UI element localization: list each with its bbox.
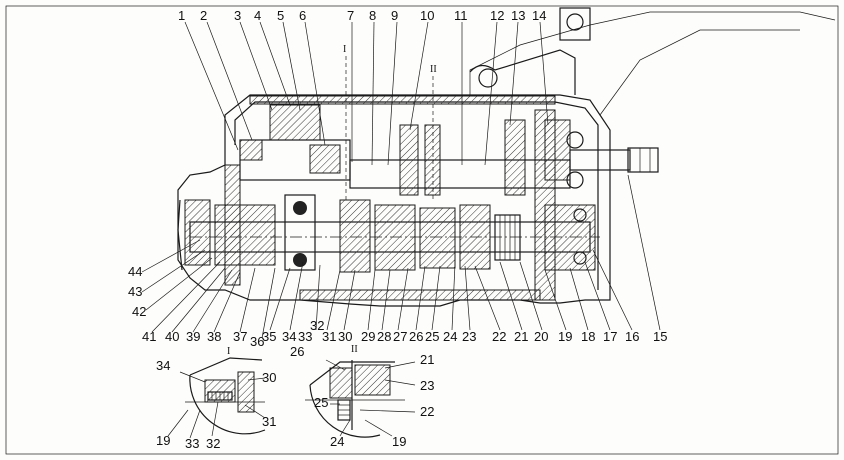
callout-23: 23: [462, 329, 476, 344]
callout-38: 38: [207, 329, 221, 344]
callout-42: 42: [132, 304, 146, 319]
callout-18: 18: [581, 329, 595, 344]
detail-I-mark: I: [227, 346, 230, 357]
callout-39: 39: [186, 329, 200, 344]
callout-29: 29: [361, 329, 375, 344]
detail-II-label-25: 25: [314, 395, 328, 410]
callout-32: 32: [310, 318, 324, 333]
detail-I-label-34: 34: [156, 358, 170, 373]
detail-I-label-32: 32: [206, 436, 220, 451]
callout-12: 12: [490, 8, 504, 23]
callout-21: 21: [514, 329, 528, 344]
detail-II-label-21: 21: [420, 352, 434, 367]
callout-7: 7: [347, 8, 354, 23]
detail-II-label-23: 23: [420, 378, 434, 393]
callout-30: 30: [338, 329, 352, 344]
callout-5: 5: [277, 8, 284, 23]
callout-34: 34: [282, 329, 296, 344]
callout-35: 35: [262, 329, 276, 344]
detail-II-label-19: 19: [392, 434, 406, 449]
callout-4: 4: [254, 8, 261, 23]
detail-I-label-30: 30: [262, 370, 276, 385]
callout-26: 26: [409, 329, 423, 344]
callout-28: 28: [377, 329, 391, 344]
gearbox-housing: [177, 7, 836, 307]
main-output-shaft: [189, 194, 600, 273]
callout-20: 20: [534, 329, 548, 344]
callout-27: 27: [393, 329, 407, 344]
bottom-leader-lines: [141, 174, 661, 339]
callout-31: 31: [322, 329, 336, 344]
callout-13: 13: [511, 8, 525, 23]
detail-view-II: II 26 21 23 25 22 24 19: [290, 344, 434, 449]
callout-9: 9: [391, 8, 398, 23]
drawing-frame: [5, 5, 839, 455]
callout-22: 22: [492, 329, 506, 344]
callout-43: 43: [128, 284, 142, 299]
callout-16: 16: [625, 329, 639, 344]
callout-37: 37: [233, 329, 247, 344]
detail-I-label-19: 19: [156, 433, 170, 448]
top-leader-lines: [184, 21, 549, 166]
shift-lever-boss: [559, 7, 591, 41]
detail-view-I: I 34 30 31 33 32 19: [156, 346, 276, 451]
callout-44: 44: [128, 264, 142, 279]
bottom-callout-labels: 44 43 42 41 40 39 38 37 36 35 34 33 32 3…: [128, 264, 667, 349]
callout-14: 14: [532, 8, 546, 23]
top-callout-labels: 1 2 3 4 5 6 7 8 9 10 11 12 13 14: [178, 8, 546, 23]
callout-40: 40: [165, 329, 179, 344]
callout-41: 41: [142, 329, 156, 344]
detail-II-label-26: 26: [290, 344, 304, 359]
callout-33: 33: [298, 329, 312, 344]
callout-10: 10: [420, 8, 434, 23]
callout-17: 17: [603, 329, 617, 344]
callout-11: 11: [454, 8, 468, 23]
detail-I-label-33: 33: [185, 436, 199, 451]
callout-19: 19: [558, 329, 572, 344]
callout-36: 36: [250, 334, 264, 349]
callout-8: 8: [369, 8, 376, 23]
upper-input-shaft: [239, 119, 659, 196]
detail-II-mark: II: [351, 344, 358, 355]
callout-3: 3: [234, 8, 241, 23]
callout-6: 6: [299, 8, 306, 23]
section-mark-I: I: [343, 44, 346, 55]
callout-15: 15: [653, 329, 667, 344]
callout-24: 24: [443, 329, 457, 344]
callout-2: 2: [200, 8, 207, 23]
callout-25: 25: [425, 329, 439, 344]
section-mark-II: II: [430, 64, 437, 75]
detail-II-label-22: 22: [420, 404, 434, 419]
callout-1: 1: [178, 8, 185, 23]
detail-I-label-31: 31: [262, 414, 276, 429]
detail-II-label-24: 24: [330, 434, 344, 449]
